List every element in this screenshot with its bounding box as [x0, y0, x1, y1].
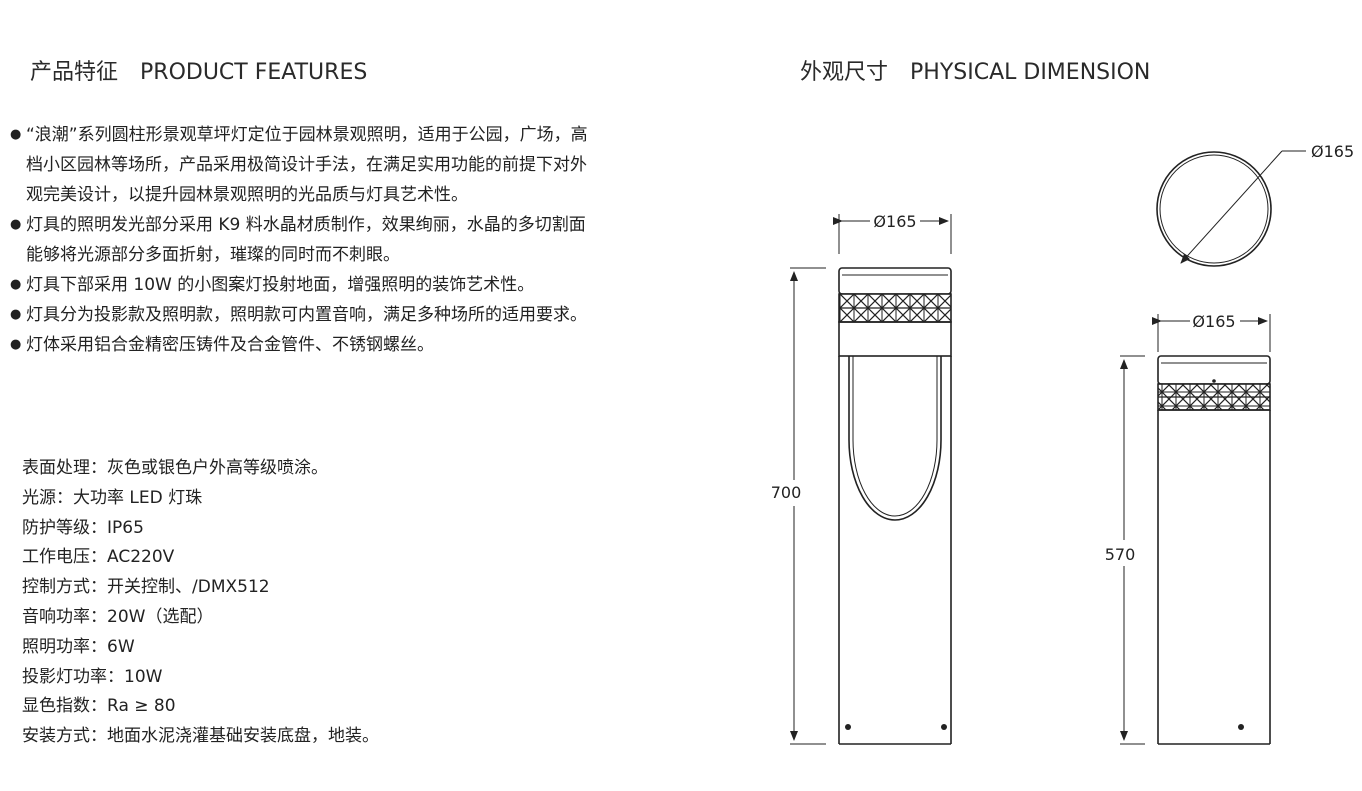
right-diameter-label: Ø165 — [1192, 312, 1235, 331]
spec-value: Ra ≥ 80 — [107, 696, 176, 717]
right-model — [1120, 314, 1271, 745]
feature-item: “浪潮”系列圆柱形景观草坪灯定位于园林景观照明，适用于公园，广场，高档小区园林等… — [10, 120, 590, 210]
spec-row: 显色指数：Ra ≥ 80 — [22, 692, 582, 722]
spec-value: AC220V — [107, 547, 175, 568]
top-view — [1156, 150, 1306, 267]
spec-row: 安装方式：地面水泥浇灌基础安装底盘，地装。 — [22, 722, 582, 752]
screw-hole — [941, 724, 947, 730]
dimension-title: 外观尺寸 PHYSICAL DIMENSION — [800, 54, 1150, 86]
top-view-leader — [1180, 150, 1283, 264]
spec-row: 控制方式：开关控制、/DMX512 — [22, 573, 582, 603]
right-height-label: 570 — [1105, 545, 1136, 564]
spec-row: 投影灯功率：10W — [22, 663, 582, 693]
spec-row: 光源：大功率 LED 灯珠 — [22, 484, 582, 514]
lamp-ring — [838, 321, 952, 357]
spec-value: IP65 — [107, 517, 144, 538]
lamp-opening — [848, 356, 942, 521]
spec-value: 灰色或银色户外高等级喷涂。 — [107, 458, 328, 478]
spec-list: 表面处理：灰色或银色户外高等级喷涂。 光源：大功率 LED 灯珠 防护等级：IP… — [22, 454, 582, 752]
features-title: 产品特征 PRODUCT FEATURES — [30, 54, 367, 86]
spec-value: 10W — [124, 666, 163, 687]
spec-label: 防护等级： — [22, 517, 107, 538]
features-title-en: PRODUCT FEATURES — [140, 60, 368, 85]
spec-label: 音响功率： — [22, 606, 107, 627]
feature-list: “浪潮”系列圆柱形景观草坪灯定位于园林景观照明，适用于公园，广场，高档小区园林等… — [10, 120, 590, 360]
spec-row: 表面处理：灰色或银色户外高等级喷涂。 — [22, 454, 582, 484]
spec-label: 光源： — [22, 487, 73, 508]
feature-item: 灯具下部采用 10W 的小图案灯投射地面，增强照明的装饰艺术性。 — [10, 270, 590, 300]
spec-value: 6W — [107, 636, 135, 657]
spec-label: 表面处理： — [22, 458, 107, 478]
left-diameter-label: Ø165 — [873, 212, 916, 231]
spec-label: 照明功率： — [22, 636, 107, 657]
spec-label: 投影灯功率： — [22, 666, 124, 687]
top-diameter-label: Ø165 — [1311, 142, 1354, 161]
spec-value: 开关控制、/DMX512 — [107, 577, 270, 598]
lamp-cap — [838, 267, 952, 295]
spec-value: 地面水泥浇灌基础安装底盘，地装。 — [107, 726, 379, 747]
feature-item: 灯体采用铝合金精密压铸件及合金管件、不锈钢螺丝。 — [10, 330, 590, 360]
spec-label: 显色指数： — [22, 696, 107, 717]
left-height-label: 700 — [771, 483, 802, 502]
dimension-drawing: Ø165 700 Ø165 Ø165 570 — [771, 142, 1354, 745]
screw-hole — [1238, 724, 1244, 730]
spec-row: 音响功率：20W（选配） — [22, 603, 582, 633]
feature-item: 灯具的照明发光部分采用 K9 料水晶材质制作，效果绚丽，水晶的多切割面能够将光源… — [10, 210, 590, 270]
dimension-title-en: PHYSICAL DIMENSION — [910, 60, 1151, 85]
spec-row: 工作电压：AC220V — [22, 543, 582, 573]
feature-item: 灯具分为投影款及照明款，照明款可内置音响，满足多种场所的适用要求。 — [10, 300, 590, 330]
spec-label: 控制方式： — [22, 577, 107, 598]
top-view-outer — [1156, 151, 1272, 267]
spec-row: 防护等级：IP65 — [22, 514, 582, 544]
spec-label: 工作电压： — [22, 547, 107, 568]
spec-value: 20W（选配） — [107, 606, 214, 627]
spec-row: 照明功率：6W — [22, 633, 582, 663]
dimension-title-cn: 外观尺寸 — [800, 60, 889, 85]
spec-label: 安装方式： — [22, 726, 107, 747]
features-title-cn: 产品特征 — [30, 60, 119, 85]
left-model — [790, 214, 952, 745]
screw-hole — [845, 724, 851, 730]
spec-value: 大功率 LED 灯珠 — [73, 487, 203, 508]
